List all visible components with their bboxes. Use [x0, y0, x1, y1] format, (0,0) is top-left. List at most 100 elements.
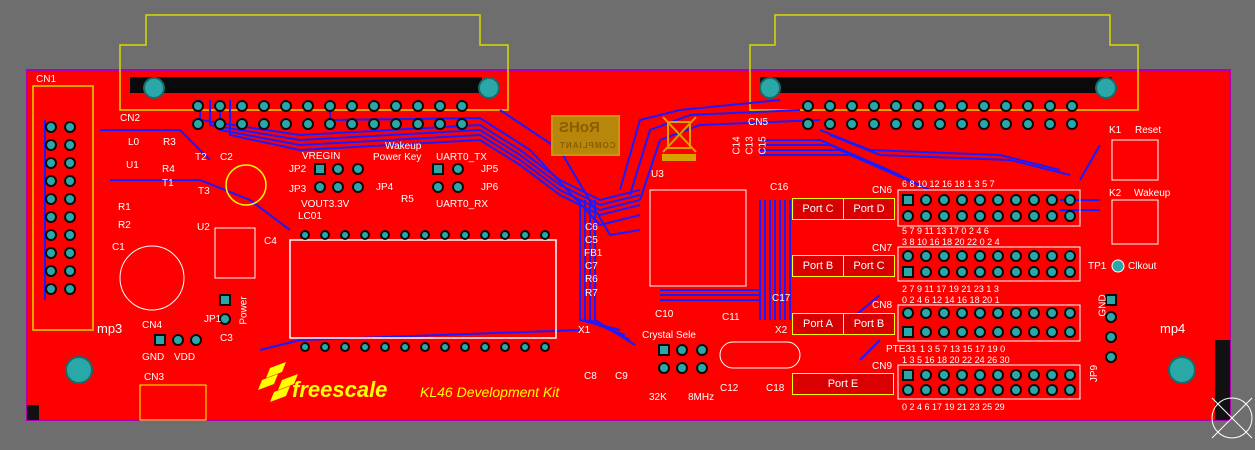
jp2-label: JP2: [289, 164, 307, 175]
cn4-label: CN4: [142, 320, 163, 331]
f32k-label: 32K: [649, 392, 667, 403]
cn8-port-b: Port B: [843, 313, 895, 335]
cn9-port-a: Port E: [792, 373, 894, 395]
mount-hole: [1168, 356, 1196, 384]
cn6-port-b: Port D: [843, 198, 895, 220]
cn7-label: CN7: [872, 243, 893, 254]
x2-label: X2: [775, 325, 788, 336]
cn8-port-a: Port A: [792, 313, 844, 335]
c1-capacitor: [119, 245, 185, 311]
c7-label: C7: [585, 261, 598, 272]
c18-label: C18: [766, 383, 785, 394]
u2-chip: [214, 227, 256, 279]
board-corner-left: [27, 405, 39, 420]
cn3-label: CN3: [144, 372, 165, 383]
x2-crystal: [719, 341, 801, 369]
c13-label: C13: [744, 136, 756, 155]
c8-label: C8: [584, 371, 597, 382]
mount-hole: [478, 77, 500, 99]
cn2-top-outline: [119, 14, 509, 111]
cn7-port-b: Port C: [843, 255, 895, 277]
u2-label: U2: [197, 222, 210, 233]
jp4-label: JP4: [376, 182, 394, 193]
vout-label: VOUT3.3V: [301, 199, 350, 210]
r2-label: R2: [118, 220, 131, 231]
mount-hole: [143, 77, 165, 99]
cn1-pins: [45, 121, 76, 295]
t2-label: T2: [195, 152, 207, 163]
cn7-top-pins: 3 8 10 16 18 20 22 0 2 4: [902, 237, 1000, 247]
gnd-label: GND: [142, 352, 165, 363]
k2-label: K2: [1109, 188, 1122, 199]
rohs-badge: RoHS COMPLIANT: [551, 115, 620, 156]
k1-switch-outline: [1111, 139, 1159, 181]
port-header-pins: [902, 194, 1076, 396]
c14-label: C14: [731, 136, 743, 155]
c1-label: C1: [112, 242, 125, 253]
brand-text: freescale: [292, 377, 388, 402]
jp5-label: JP5: [481, 164, 499, 175]
c2-capacitor: [225, 164, 267, 206]
r1-label: R1: [118, 202, 131, 213]
weee-icon: [662, 116, 697, 161]
c6-label: C6: [585, 222, 598, 233]
orientation-mark-icon: [1211, 397, 1253, 439]
vdd-label: VDD: [174, 352, 196, 363]
cn6-bottom-pins: 5 7 9 11 13 17 0 2 4 6: [902, 226, 989, 236]
c4-label: C4: [264, 236, 277, 247]
x1-label: X1: [578, 325, 591, 336]
cn8-label: CN8: [872, 300, 893, 311]
mp3-label: mp3: [97, 321, 123, 336]
cn1-outline: [32, 85, 94, 331]
r4-label: R4: [162, 164, 175, 175]
c15-label: C15: [757, 136, 769, 155]
port-header-outlines: [897, 189, 1081, 400]
c2-label: C2: [220, 152, 233, 163]
t1-label: T1: [162, 178, 174, 189]
c3-label: C3: [220, 333, 233, 344]
cn9-label: CN9: [872, 361, 893, 372]
l0-label: L0: [128, 137, 140, 148]
cn6-label: CN6: [872, 185, 893, 196]
c12-label: C12: [720, 383, 739, 394]
mp4-label: mp4: [1160, 321, 1186, 336]
freescale-logo-icon: [258, 362, 298, 402]
k1-label: K1: [1109, 125, 1122, 136]
cn7-bottom-pins: 2 7 9 11 17 19 21 23 1 3: [902, 284, 999, 294]
cn8-top-pins: 0 2 4 6 12 14 16 18 20 1: [902, 295, 1000, 305]
cn2-shroud: [130, 77, 482, 93]
tp1-testpoint: [1111, 259, 1125, 273]
traces: [44, 99, 1101, 361]
cn3-usb-outline: [139, 384, 207, 421]
wakeup-top-label: Wakeup: [385, 141, 422, 152]
rohs-sub: COMPLIANT: [559, 141, 616, 150]
c5-label: C5: [585, 235, 598, 246]
reset-label: Reset: [1135, 125, 1162, 136]
mount-hole: [65, 356, 93, 384]
wakeup-label: Wakeup: [1134, 188, 1171, 199]
c17-label: C17: [772, 293, 791, 304]
power-label: Power: [238, 296, 250, 325]
lcd-pins: [300, 230, 550, 352]
t3-label: T3: [198, 186, 210, 197]
u1-label: U1: [126, 160, 139, 171]
cn9-top-pins: 1 3 5 7 13 15 17 19 0: [920, 344, 1006, 354]
cn8-bottom-pins: 1 3 5 16 18 20 22 24 26 30: [902, 355, 1010, 365]
fb1-label: FB1: [584, 248, 603, 259]
r3-label: R3: [163, 137, 176, 148]
kit-title: KL46 Development Kit: [420, 384, 560, 400]
cn6-top-pins: 6 8 10 12 16 18 1 3 5 7: [902, 179, 995, 189]
rohs-title: RoHS: [559, 119, 600, 136]
tp1-label: TP1: [1088, 261, 1107, 272]
c9-label: C9: [615, 371, 628, 382]
c11-label: C11: [722, 312, 740, 323]
k2-switch-outline: [1111, 199, 1159, 245]
jp3-label: JP3: [289, 184, 307, 195]
cn6-port-a: Port C: [792, 198, 844, 220]
clkout-label: Clkout: [1128, 261, 1157, 272]
mount-hole: [759, 77, 781, 99]
cn7-port-a: Port B: [792, 255, 844, 277]
board-corner-right: [1215, 340, 1230, 420]
cn2-pins: [192, 100, 468, 130]
